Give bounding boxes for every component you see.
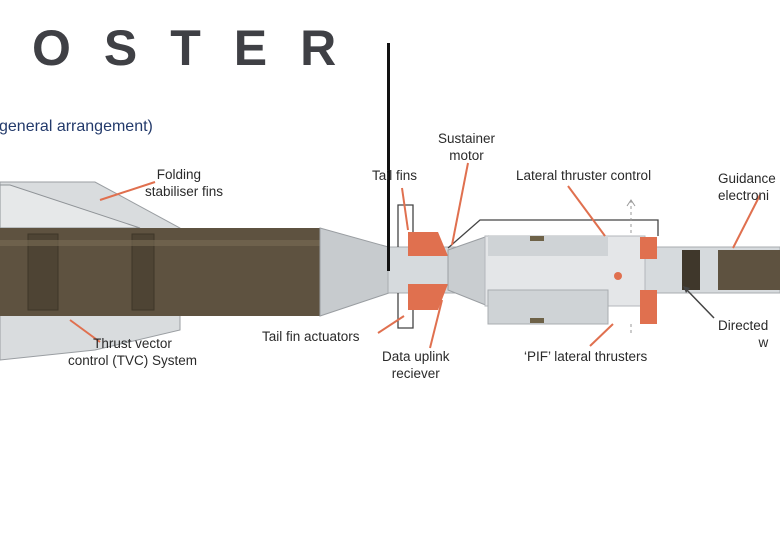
tail-fin-block-top: [408, 232, 448, 256]
label-folding-fins: Folding stabiliser fins: [145, 166, 223, 200]
booster-cone: [319, 227, 393, 317]
leader-directed: [684, 287, 715, 319]
page-title: OSTER: [32, 20, 370, 76]
label-line: Sustainer: [438, 131, 496, 146]
label-line: Lateral thruster control: [516, 168, 652, 183]
tail-fin-outline-bottom: [397, 293, 414, 329]
label-line: ‘PIF’ lateral thrusters: [524, 349, 648, 364]
label-line: w: [758, 335, 769, 350]
leader-sustainer: [451, 162, 469, 246]
label-tail-fin-actuators: Tail fin actuators: [262, 328, 360, 345]
booster-band-1: [27, 233, 59, 311]
booster-highlight: [0, 240, 322, 246]
leader-tvc: [69, 319, 101, 343]
label-guidance: Guidance electroni: [718, 170, 776, 204]
pif-ring-top: [640, 237, 657, 259]
label-line: electroni: [718, 188, 770, 203]
label-line: stabiliser fins: [145, 184, 224, 199]
label-line: control (TVC) System: [68, 353, 198, 368]
dashed-arrow-head: [626, 199, 636, 207]
leader-tail-actuators: [377, 315, 405, 334]
lateral-frame: [447, 219, 659, 249]
leader-tail-fins: [401, 187, 409, 231]
vertical-divider: [387, 43, 390, 271]
label-lateral-thruster-control: Lateral thruster control: [516, 167, 651, 184]
pif-nozzle-top: [530, 236, 544, 241]
label-tvc: Thrust vector control (TVC) System: [68, 335, 197, 369]
leader-pif: [589, 323, 614, 347]
label-line: reciever: [391, 366, 440, 381]
pif-block-bottom: [487, 289, 609, 325]
label-tail-fins: Tail fins: [372, 167, 417, 184]
tail-fin-block-bottom: [408, 284, 448, 310]
label-line: Thrust vector: [93, 336, 172, 351]
leader-data-uplink: [429, 299, 443, 349]
label-sustainer-motor: Sustainer motor: [438, 130, 495, 164]
label-pif-thrusters: ‘PIF’ lateral thrusters: [524, 348, 647, 365]
label-line: Guidance: [718, 171, 776, 186]
label-directed: Directed w: [718, 317, 768, 351]
pif-ring-bottom: [640, 290, 657, 324]
label-line: motor: [449, 148, 484, 163]
leader-folding-fins: [99, 181, 156, 201]
label-line: Folding: [156, 167, 202, 182]
pif-block-top: [488, 236, 608, 256]
label-line: Tail fins: [372, 168, 418, 183]
booster-band-2: [131, 233, 155, 311]
label-data-uplink: Data uplink reciever: [382, 348, 450, 382]
guidance-band: [682, 250, 700, 290]
leader-lateral: [567, 185, 606, 237]
label-line: Data uplink: [382, 349, 450, 364]
leader-directed-arrowhead: [683, 286, 690, 293]
thruster-dot: [614, 272, 622, 280]
label-line: Directed: [718, 318, 769, 333]
diagram-subtitle: general arrangement): [0, 118, 153, 135]
label-line: Tail fin actuators: [262, 329, 360, 344]
pif-nozzle-bottom: [530, 318, 544, 323]
tail-fin-outline-top: [397, 204, 414, 247]
guidance-cut: [700, 250, 718, 290]
leader-guidance: [732, 194, 761, 249]
